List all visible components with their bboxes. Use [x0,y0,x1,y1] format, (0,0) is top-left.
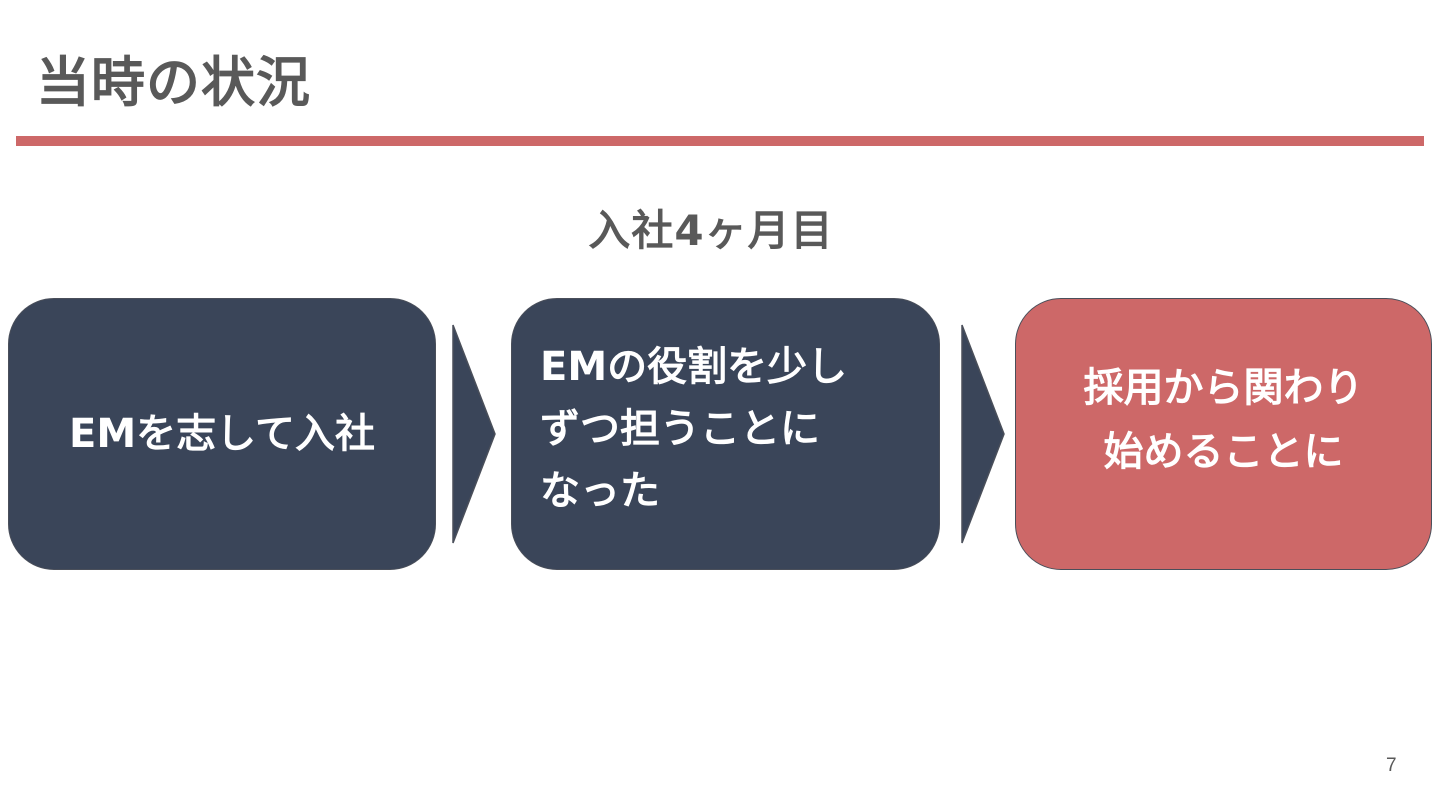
step-box-join-as-em: EMを志して入社 [8,298,436,570]
chevron-right-icon [452,324,496,544]
slide-subtitle: 入社4ヶ月目 [588,206,834,255]
step-box-em-role: EMの役割を少し ずつ担うことに なった [511,298,940,570]
step-text: EMの役割を少し ずつ担うことに なった [540,344,848,514]
title-underline-rule [16,136,1424,146]
step-text: 採用から関わり 始めることに [1083,365,1364,475]
chevron-right-icon [961,324,1005,544]
slide-title: 当時の状況 [36,51,311,114]
page-number: 7 [1386,755,1397,776]
step-box-recruiting: 採用から関わり 始めることに [1015,298,1432,570]
step-text: EMを志して入社 [69,411,375,457]
